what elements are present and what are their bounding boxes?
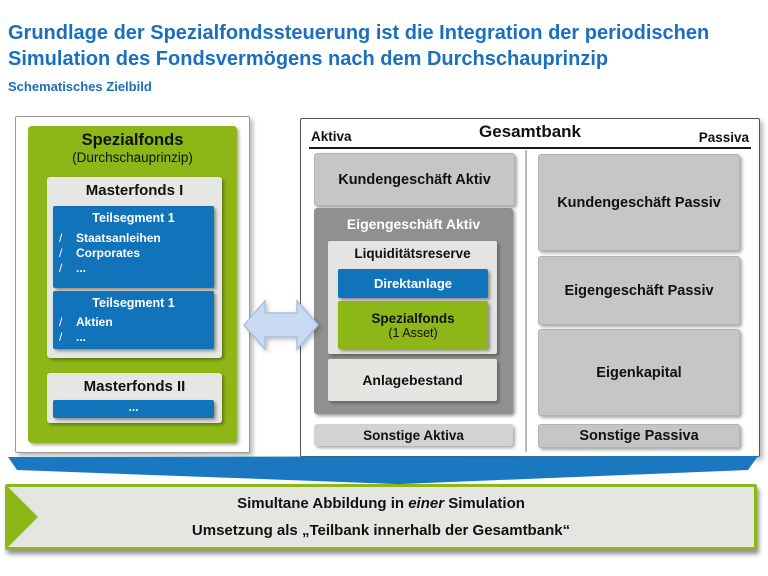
teilsegment-item: /... [59,330,86,344]
teilsegment-title: Teilsegment 1 [92,211,175,225]
teilsegment-item-label: Corporates [76,246,141,260]
bottom-banner: Simultane Abbildung in einer Simulation … [5,484,757,550]
spezialfonds-asset-box: Spezialfonds (1 Asset) [338,301,488,349]
slash-bullet-icon: / [59,330,63,344]
header-rule [309,147,751,149]
slash-bullet-icon: / [59,261,63,275]
slide-title: Grundlage der Spezialfondssteuerung ist … [8,22,710,71]
teilsegment-item-label: ... [76,261,87,275]
gesamtbank-panel: Aktiva Gesamtbank Passiva Kundengeschäft… [300,118,760,457]
teilsegment-item: /... [59,261,86,275]
aktiva-column-label: Aktiva [311,129,352,144]
masterfonds-2-title: Masterfonds II [83,378,186,395]
direktanlage-box: Direktanlage [338,269,488,298]
passiva-column-label: Passiva [698,130,749,145]
eigengeschaeft-aktiv-label: Eigengeschäft Aktiv [346,216,481,232]
spezialfonds-box-subtitle: (Durchschauprinzip) [72,150,193,165]
slide-subtitle: Schematisches Zielbild [8,79,152,94]
eigenkapital-box: Eigenkapital [538,329,740,416]
kundengeschaeft-aktiv-box: Kundengeschäft Aktiv [314,153,515,206]
teilsegment-item: / Aktien [59,315,113,329]
sonstige-passiva-box: Sonstige Passiva [538,424,740,448]
banner-line-1: Simultane Abbildung in einer Simulation [8,495,754,512]
masterfonds-2-bar: ... [53,400,214,418]
teilsegment-item-label: ... [76,330,87,344]
masterfonds-2-box: Masterfonds II ... [47,373,222,423]
eigengeschaeft-aktiv-box: Eigengeschäft Aktiv Liquiditätsreserve D… [314,208,513,414]
banner-line1-pre: Simultane Abbildung in [237,495,409,512]
slash-bullet-icon: / [59,246,63,260]
chevron-right-icon [8,487,38,547]
teilsegment-box-1: Teilsegment 1 / Staatsanleihen / Corporate… [53,206,214,288]
spezialfonds-box-title: Spezialfonds [81,131,184,149]
anlagebestand-box: Anlagebestand [328,359,497,401]
spezialfonds-asset-title: Spezialfonds [371,310,455,326]
sonstige-aktiva-box: Sonstige Aktiva [314,424,513,446]
masterfonds-1-title: Masterfonds I [85,182,184,199]
liquiditaetsreserve-label: Liquiditätsreserve [354,246,471,261]
teilsegment-item-label: Aktien [76,315,113,329]
teilsegment-title: Teilsegment 1 [92,296,175,310]
teilsegment-item-label: Staatsanleihen [76,231,161,245]
banner-line1-emphasis: einer [408,495,445,512]
slash-bullet-icon: / [59,315,63,329]
teilsegment-item: / Staatsanleihen [59,231,161,245]
spezialfonds-asset-subtitle: (1 Asset) [388,325,438,340]
banner-line-2: Umsetzung als „Teilbank innerhalb der Ge… [191,522,571,539]
liquiditaetsreserve-box: Liquiditätsreserve Direktanlage Spezialf… [328,241,497,354]
masterfonds-1-box: Masterfonds I Teilsegment 1 / Staatsanlei… [47,177,222,358]
banner-line1-post: Simulation [444,495,525,512]
eigengeschaeft-passiv-box: Eigengeschäft Passiv [538,256,740,325]
teilsegment-box-2: Teilsegment 1 / Aktien /... [53,291,214,349]
gesamtbank-title: Gesamtbank [478,122,582,141]
teilsegment-item: / Corporates [59,246,140,260]
slash-bullet-icon: / [59,231,63,245]
kundengeschaeft-passiv-box: Kundengeschäft Passiv [538,154,740,251]
double-arrow-icon [243,299,319,351]
column-divider [525,150,527,452]
convergence-arrow-shape [8,456,758,484]
